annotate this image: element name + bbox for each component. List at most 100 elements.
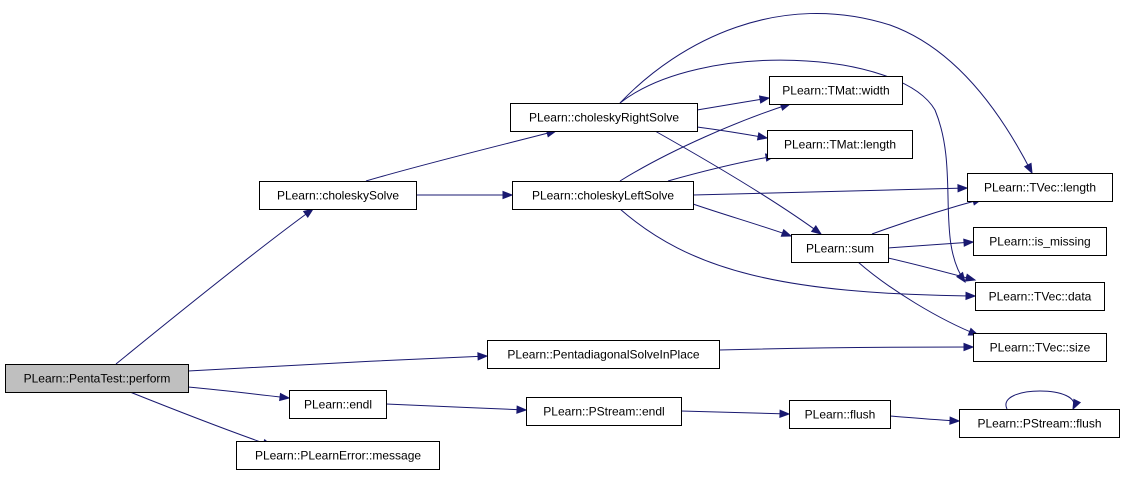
node-box <box>789 400 891 429</box>
node-label: PLearn::TVec::data <box>989 290 1092 304</box>
edge-line <box>619 12 1033 174</box>
edge-endl-to-pstreamEndl <box>385 403 528 414</box>
edge-line <box>887 241 974 249</box>
node-label: PLearn::PStream::endl <box>543 405 664 419</box>
node-tvecData[interactable]: PLearn::TVec::data <box>975 282 1105 311</box>
edge-perform-to-message <box>129 391 274 447</box>
node-box <box>769 76 903 105</box>
edge-line <box>619 103 791 182</box>
edge-line <box>696 97 770 111</box>
edge-choleskyLeftSolve-to-tvecLength <box>692 183 969 196</box>
node-box <box>487 340 720 369</box>
edge-arrowhead <box>963 342 975 352</box>
edge-line <box>680 410 790 415</box>
edge-arrowhead <box>957 183 969 193</box>
edge-choleskySolve-to-choleskyLeftSolve <box>416 190 514 200</box>
edge-line <box>718 346 974 351</box>
edge-line <box>115 208 314 365</box>
edge-arrowhead <box>964 273 977 282</box>
node-box <box>289 390 387 419</box>
node-label: PLearn::choleskyRightSolve <box>529 111 679 125</box>
edge-line <box>667 155 776 182</box>
node-box <box>510 103 698 132</box>
edge-arrowhead <box>779 409 791 418</box>
edge-arrowhead <box>963 238 975 247</box>
edge-arrowhead <box>1023 162 1033 175</box>
edge-arrowhead <box>279 392 291 402</box>
node-label: PLearn::TMat::length <box>784 138 896 152</box>
edge-line <box>1005 390 1075 410</box>
node-box <box>791 234 889 263</box>
edge-line <box>619 59 966 283</box>
edge-arrowhead <box>516 405 528 414</box>
node-tmatWidth[interactable]: PLearn::TMat::width <box>769 76 903 105</box>
edge-choleskyRightSolve-to-sum <box>654 130 823 235</box>
node-tvecSize[interactable]: PLearn::TVec::size <box>973 333 1107 362</box>
edge-arrowhead <box>780 228 793 237</box>
edge-line <box>857 261 979 336</box>
edge-flush-to-pstreamFlush <box>889 415 961 425</box>
edge-line <box>187 355 488 372</box>
edge-line <box>654 130 822 235</box>
node-label: PLearn::is_missing <box>989 235 1090 249</box>
node-label: PLearn::TVec::size <box>990 341 1091 355</box>
node-perform[interactable]: PLearn::PentaTest::perform <box>5 364 189 393</box>
node-endl[interactable]: PLearn::endl <box>289 390 387 419</box>
edge-sum-to-tvecLength <box>871 197 984 235</box>
node-label: PLearn::endl <box>304 398 372 412</box>
edge-arrowhead <box>756 132 769 141</box>
edge-arrowhead <box>302 208 315 219</box>
node-pentaSolve[interactable]: PLearn::PentadiagonalSolveInPlace <box>487 340 720 369</box>
node-choleskySolve[interactable]: PLearn::choleskySolve <box>259 181 417 210</box>
node-isMissing[interactable]: PLearn::is_missing <box>973 227 1107 256</box>
node-message[interactable]: PLearn::PLearnError::message <box>236 441 440 470</box>
edge-pstreamEndl-to-flush <box>680 409 791 418</box>
edge-choleskyLeftSolve-to-tvecData <box>619 208 977 301</box>
edge-line <box>129 391 273 447</box>
edge-perform-to-endl <box>187 386 291 402</box>
node-label: PLearn::choleskySolve <box>277 189 399 203</box>
node-tmatLength[interactable]: PLearn::TMat::length <box>767 130 913 159</box>
edge-choleskyRightSolve-to-tvecLength <box>619 12 1033 175</box>
node-label: PLearn::sum <box>806 242 874 256</box>
edge-arrowhead <box>477 352 489 361</box>
node-flush[interactable]: PLearn::flush <box>789 400 891 429</box>
edge-line <box>692 187 968 196</box>
edge-arrowhead <box>810 224 823 235</box>
edge-choleskyLeftSolve-to-tmatLength <box>667 153 777 182</box>
edge-line <box>365 130 557 182</box>
node-box <box>512 181 694 210</box>
node-label: PLearn::choleskyLeftSolve <box>532 189 674 203</box>
edge-arrowhead <box>502 190 514 200</box>
node-box <box>973 333 1107 362</box>
edge-pstreamFlush-to-pstreamFlush <box>1005 390 1082 411</box>
edge-line <box>887 257 976 281</box>
edge-perform-to-choleskySolve <box>115 208 315 365</box>
edge-line <box>187 386 290 399</box>
node-label: PLearn::TMat::width <box>782 84 889 98</box>
edge-perform-to-pentaSolve <box>187 352 489 372</box>
edge-arrowhead <box>758 95 771 104</box>
edge-choleskyRightSolve-to-tmatWidth <box>696 95 771 111</box>
edge-pentaSolve-to-tvecSize <box>718 342 975 352</box>
node-box <box>767 130 913 159</box>
node-label: PLearn::flush <box>805 408 876 422</box>
node-pstreamEndl[interactable]: PLearn::PStream::endl <box>526 397 682 426</box>
node-box <box>973 227 1107 256</box>
node-box <box>967 173 1113 202</box>
edge-arrowhead <box>1072 398 1082 411</box>
node-choleskyRightSolve[interactable]: PLearn::choleskyRightSolve <box>510 103 698 132</box>
node-box <box>236 441 440 470</box>
edge-sum-to-tvecData <box>887 257 977 282</box>
node-box <box>526 397 682 426</box>
node-pstreamFlush[interactable]: PLearn::PStream::flush <box>959 409 1120 438</box>
node-tvecLength[interactable]: PLearn::TVec::length <box>967 173 1113 202</box>
node-choleskyLeftSolve[interactable]: PLearn::choleskyLeftSolve <box>512 181 694 210</box>
edge-choleskySolve-to-choleskyRightSolve <box>365 129 558 182</box>
edge-choleskyLeftSolve-to-sum <box>692 203 793 237</box>
edges-layer <box>115 12 1082 447</box>
node-box <box>259 181 417 210</box>
node-sum[interactable]: PLearn::sum <box>791 234 889 263</box>
node-box <box>5 364 189 393</box>
edge-arrowhead <box>965 291 977 301</box>
